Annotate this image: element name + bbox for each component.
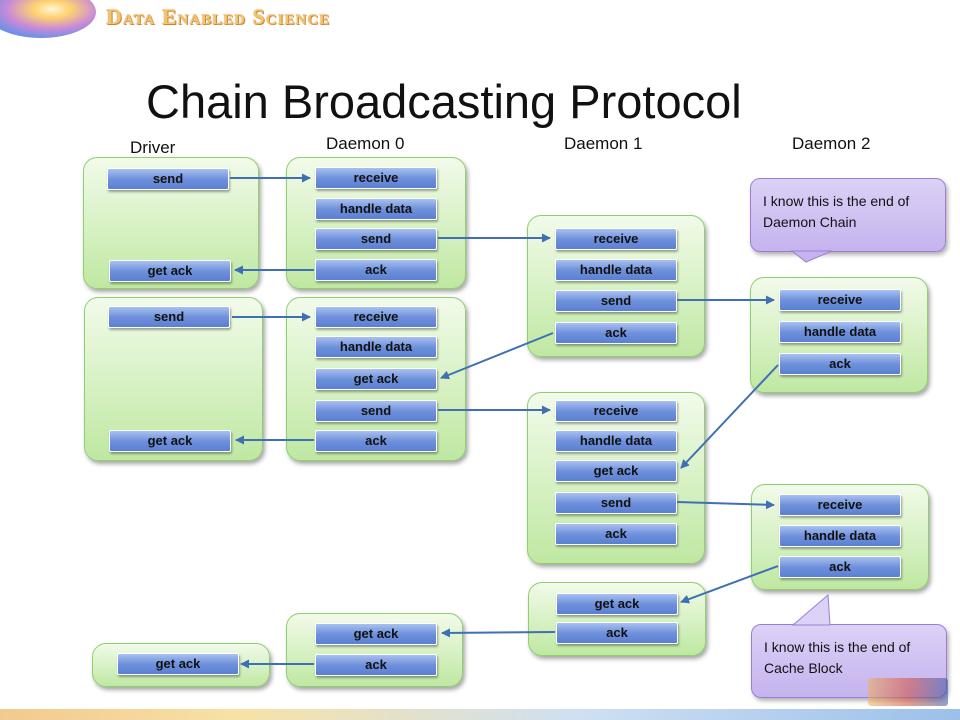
driver-send-box: send [107,168,229,190]
daemon1-send-box: send [555,290,677,312]
daemon1-ack-box: ack [555,523,677,545]
driver-get-ack-box: get ack [109,430,231,452]
daemon2-group-2: receive handle data ack [751,484,929,590]
driver-group-2: send get ack [84,297,263,461]
daemon1-send-box: send [555,492,677,514]
bottom-decorative-bar [0,709,960,720]
daemon0-get-ack-box: get ack [315,368,437,390]
daemon0-ack-box: ack [315,259,437,281]
daemon1-receive-box: receive [555,400,677,422]
driver-send-box: send [108,306,230,328]
daemon0-group-3: get ack ack [286,613,463,687]
daemon1-handle-data-box: handle data [555,259,677,281]
daemon2-group-1: receive handle data ack [750,277,928,393]
daemon2-handle-data-box: handle data [779,321,901,343]
daemon1-ack-box: ack [556,622,678,644]
daemon1-handle-data-box: handle data [555,430,677,452]
column-label-daemon-2: Daemon 2 [792,134,871,153]
callout-tail [790,250,833,263]
daemon1-get-ack-box: get ack [555,460,677,482]
arrow-d1-ack-to-d0-get-ack [441,628,556,638]
daemon0-send-box: send [315,228,437,250]
daemon1-group-3: get ack ack [528,582,706,656]
daemon0-ack-box: ack [315,430,437,452]
daemon2-ack-box: ack [779,556,901,578]
daemon0-ack-box: ack [315,654,437,676]
arrow-d2-ack-to-d1-get-ack [680,364,779,469]
column-label-driver: Driver [130,138,176,157]
arrow-d1-ack-to-d0-get-ack [440,332,554,380]
driver-get-ack-box: get ack [117,653,239,675]
daemon1-receive-box: receive [555,228,677,250]
daemon0-group-1: receive handle data send ack [286,157,466,289]
daemon1-get-ack-box: get ack [556,593,678,615]
daemon1-ack-box: ack [555,322,677,344]
column-label-daemon-1: Daemon 1 [564,134,643,153]
page-title: Chain Broadcasting Protocol [146,75,742,128]
driver-group-1: send get ack [83,157,259,289]
header-logo: Data Enabled Science [106,4,331,29]
daemon1-group-1: receive handle data send ack [527,215,705,357]
daemon0-handle-data-box: handle data [315,198,437,220]
callout-tail [791,593,831,626]
column-label-daemon-0: Daemon 0 [326,134,405,153]
daemon0-receive-box: receive [315,306,437,328]
daemon0-group-2: receive handle data get ack send ack [286,297,466,461]
daemon0-handle-data-box: handle data [315,336,437,358]
daemon0-send-box: send [315,400,437,422]
driver-get-ack-box: get ack [109,260,231,282]
driver-group-3: get ack [92,643,270,687]
daemon2-receive-box: receive [779,289,901,311]
daemon2-receive-box: receive [779,494,901,516]
arrow-d2-ack-to-d1-get-ack [680,565,779,604]
arrow-d1-send-to-d2-receive [676,500,775,510]
callout-chain-end: I know this is the end of Daemon Chain [750,178,946,252]
daemon0-get-ack-box: get ack [315,623,437,645]
daemon0-receive-box: receive [315,167,437,189]
daemon2-ack-box: ack [779,353,901,375]
daemon2-handle-data-box: handle data [779,525,901,547]
daemon1-group-2: receive handle data get ack send ack [527,392,705,564]
corner-logo-icon [868,678,948,706]
